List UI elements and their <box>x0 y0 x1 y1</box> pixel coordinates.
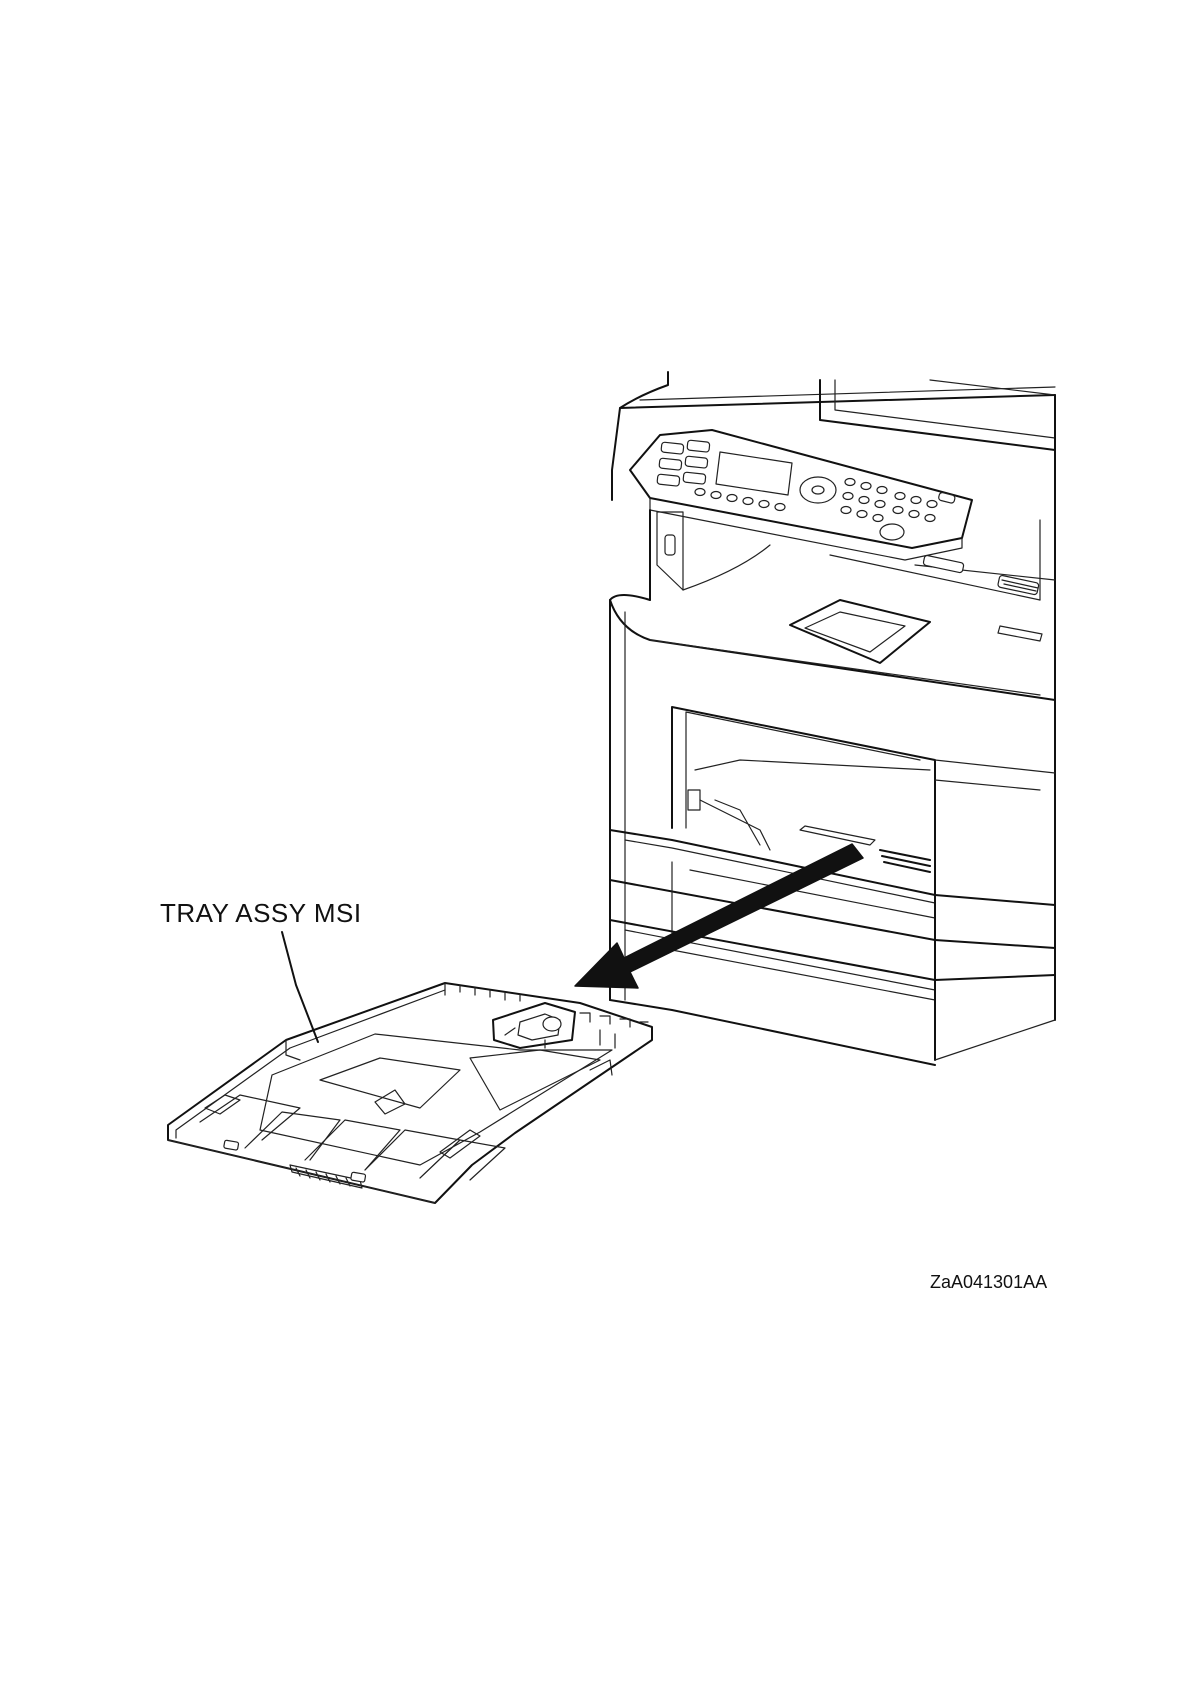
figure-id-label: ZaA041301AA <box>930 1272 1047 1293</box>
tray-assy-msi-label: TRAY ASSY MSI <box>160 898 362 929</box>
usb-port-icon <box>665 535 675 555</box>
control-panel <box>630 430 972 560</box>
output-tray-recess <box>790 600 930 663</box>
tray-assembly-illustration <box>168 983 652 1203</box>
paper-rollers <box>923 555 1039 595</box>
start-button-icon <box>880 524 904 540</box>
printer-illustration <box>610 372 1055 1065</box>
callout-leader-line <box>282 932 318 1042</box>
removal-direction-arrow <box>575 844 863 988</box>
